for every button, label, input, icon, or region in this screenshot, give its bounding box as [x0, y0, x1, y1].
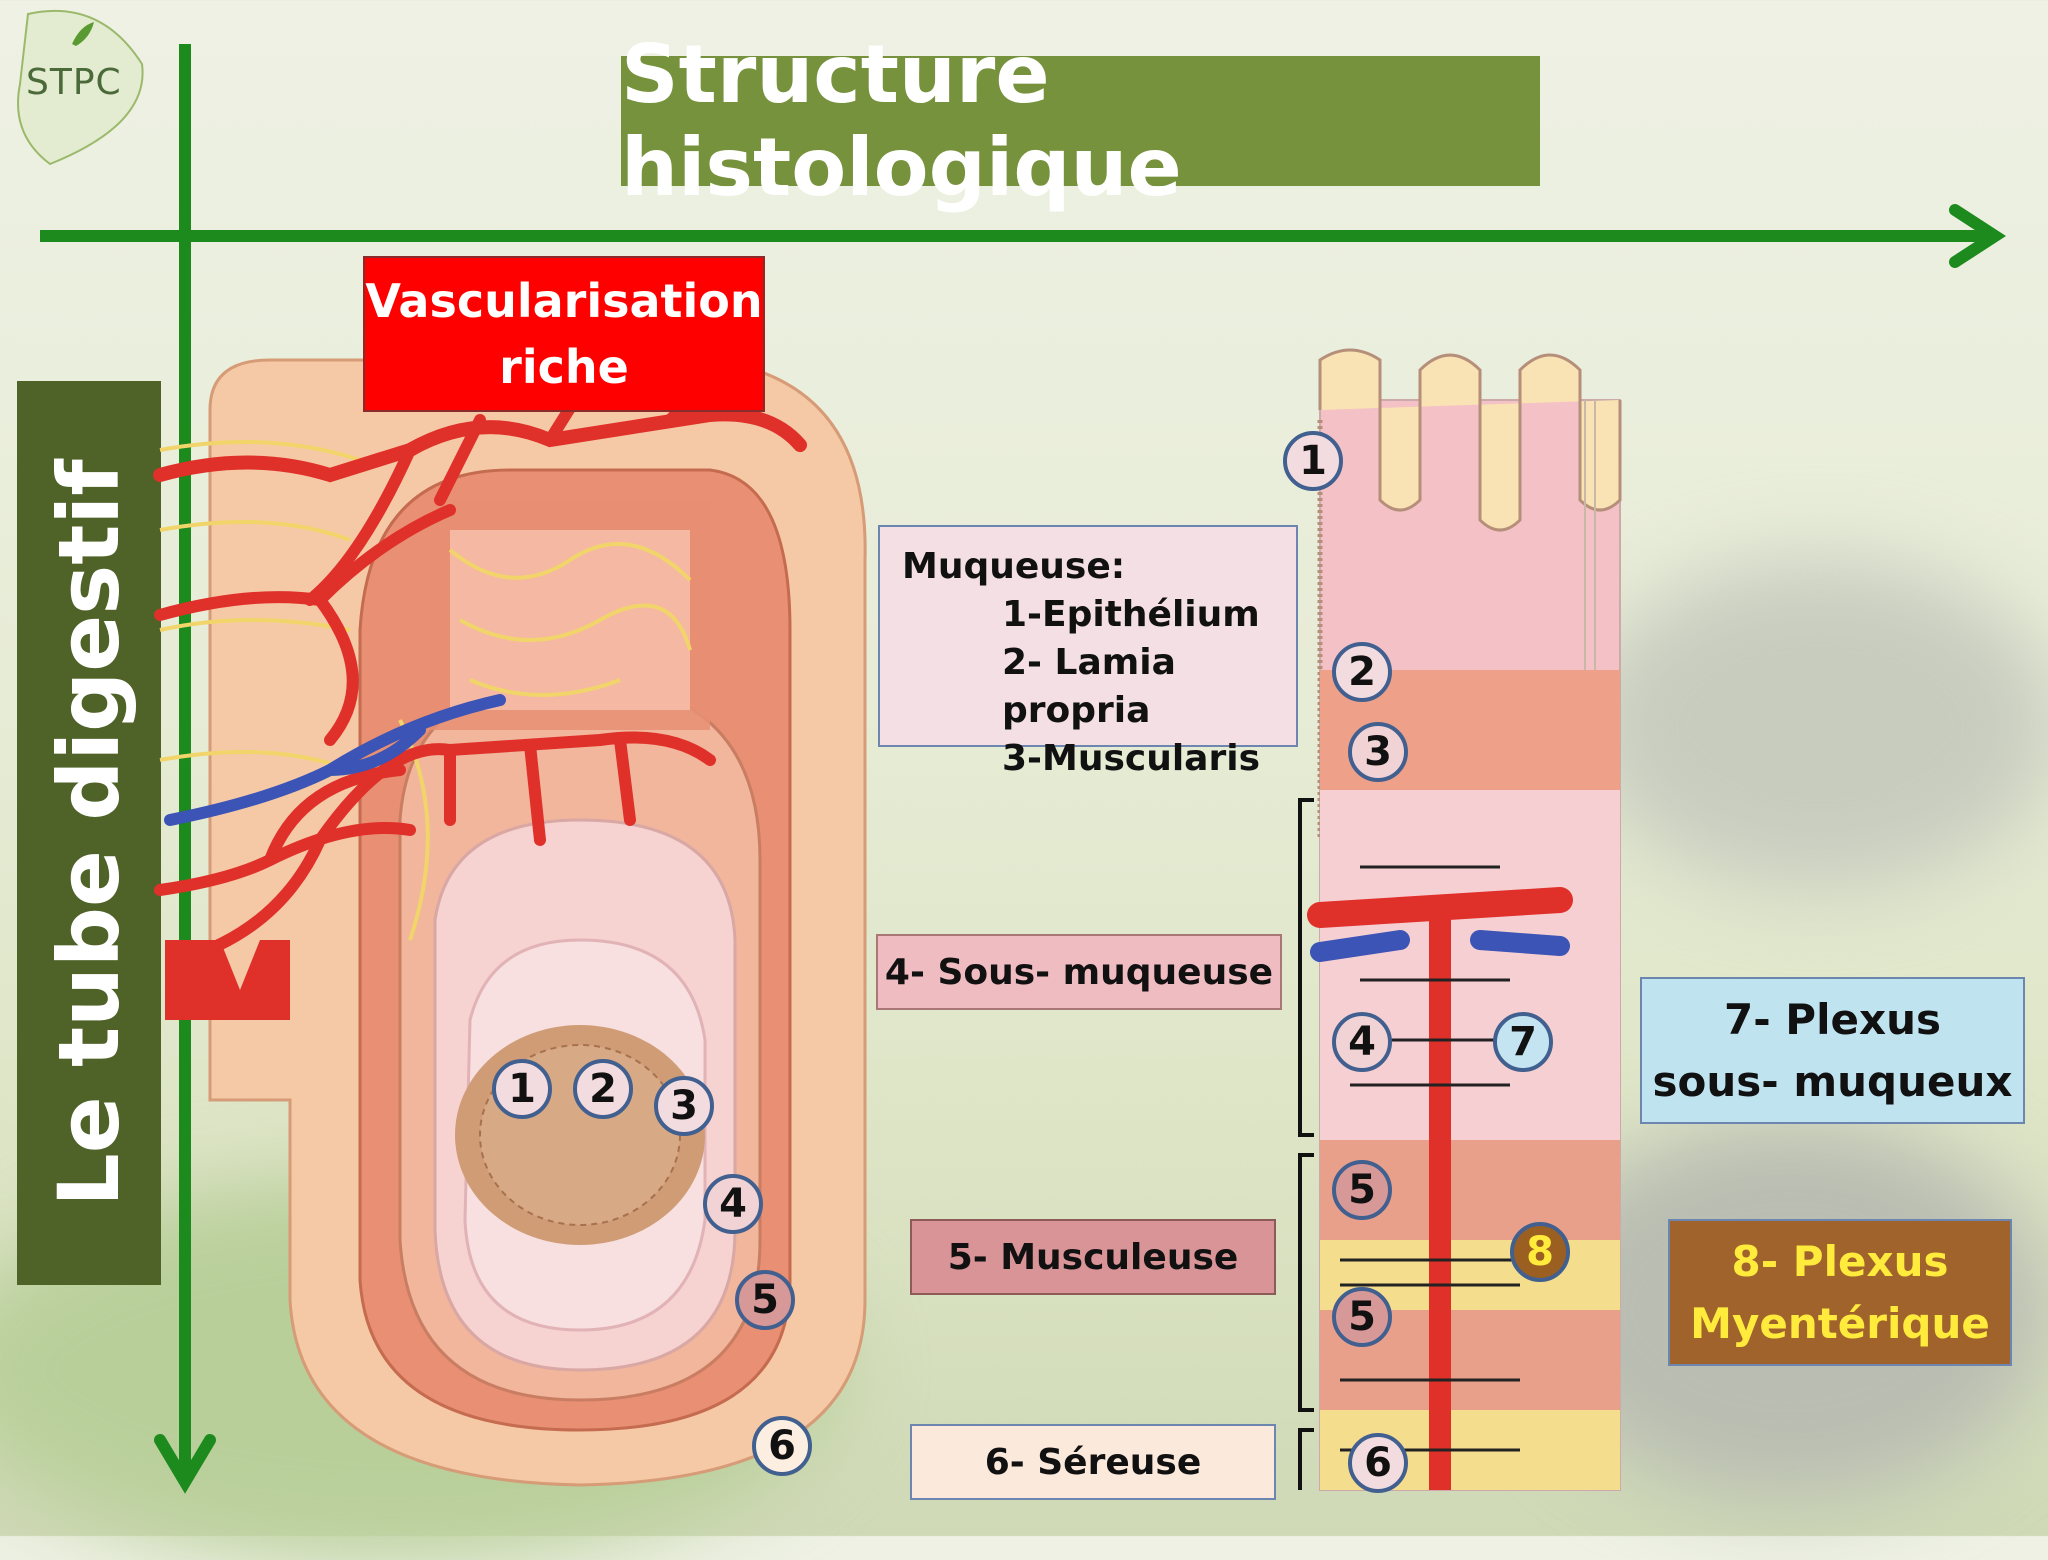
marker-right-3: 3	[1348, 722, 1408, 782]
marker-left-3: 3	[654, 1076, 714, 1136]
marker-right-8: 8	[1510, 1222, 1570, 1282]
sereuse-label: 6- Séreuse	[910, 1424, 1276, 1500]
marker-right-5b: 5	[1332, 1287, 1392, 1347]
marker-right-6: 6	[1348, 1433, 1408, 1493]
muqueuse-heading: Muqueuse:	[902, 546, 1126, 587]
musculeuse-label: 5- Musculeuse	[910, 1219, 1276, 1295]
side-label: Le tube digestif	[40, 459, 138, 1207]
vascularisation-line1: Vascularisation	[365, 274, 763, 328]
plexus-sous-muqueux-label: 7- Plexus sous- muqueux	[1640, 977, 2025, 1124]
marker-right-7: 7	[1493, 1012, 1553, 1072]
marker-left-6: 6	[752, 1416, 812, 1476]
marker-left-5: 5	[735, 1270, 795, 1330]
marker-right-4: 4	[1332, 1012, 1392, 1072]
logo-text: STPC	[26, 62, 122, 103]
muqueuse-item: 2- Lamia propria	[1002, 642, 1176, 731]
stpc-logo: STPC	[10, 4, 146, 170]
marker-left-1: 1	[492, 1059, 552, 1119]
marker-left-4: 4	[703, 1174, 763, 1234]
marker-right-1: 1	[1283, 431, 1343, 491]
plexus7-line2: sous- muqueux	[1652, 1056, 2013, 1106]
layer-brackets	[1298, 798, 1314, 1490]
muqueuse-item: 3-Muscularis	[1002, 738, 1260, 779]
plexus7-line1: 7- Plexus	[1724, 994, 1941, 1044]
muqueuse-item: 1-Epithélium	[1002, 594, 1260, 635]
plexus-myenterique-label: 8- Plexus Myentérique	[1668, 1219, 2012, 1366]
plexus8-line2: Myentérique	[1690, 1298, 1990, 1348]
marker-right-2: 2	[1332, 642, 1392, 702]
marker-right-5a: 5	[1332, 1160, 1392, 1220]
vascularisation-line2: riche	[499, 340, 629, 394]
vascularisation-label: Vascularisation riche	[363, 256, 765, 412]
sous-muqueuse-label: 4- Sous- muqueuse	[876, 934, 1282, 1010]
background-stone	[1580, 560, 2048, 890]
muqueuse-box: Muqueuse: 1-Epithélium 2- Lamia propria …	[878, 525, 1298, 779]
side-label-box: Le tube digestif	[17, 381, 161, 1285]
digestive-tube-illustration	[153, 354, 867, 1487]
marker-left-2: 2	[573, 1059, 633, 1119]
plexus8-line1: 8- Plexus	[1731, 1236, 1949, 1286]
